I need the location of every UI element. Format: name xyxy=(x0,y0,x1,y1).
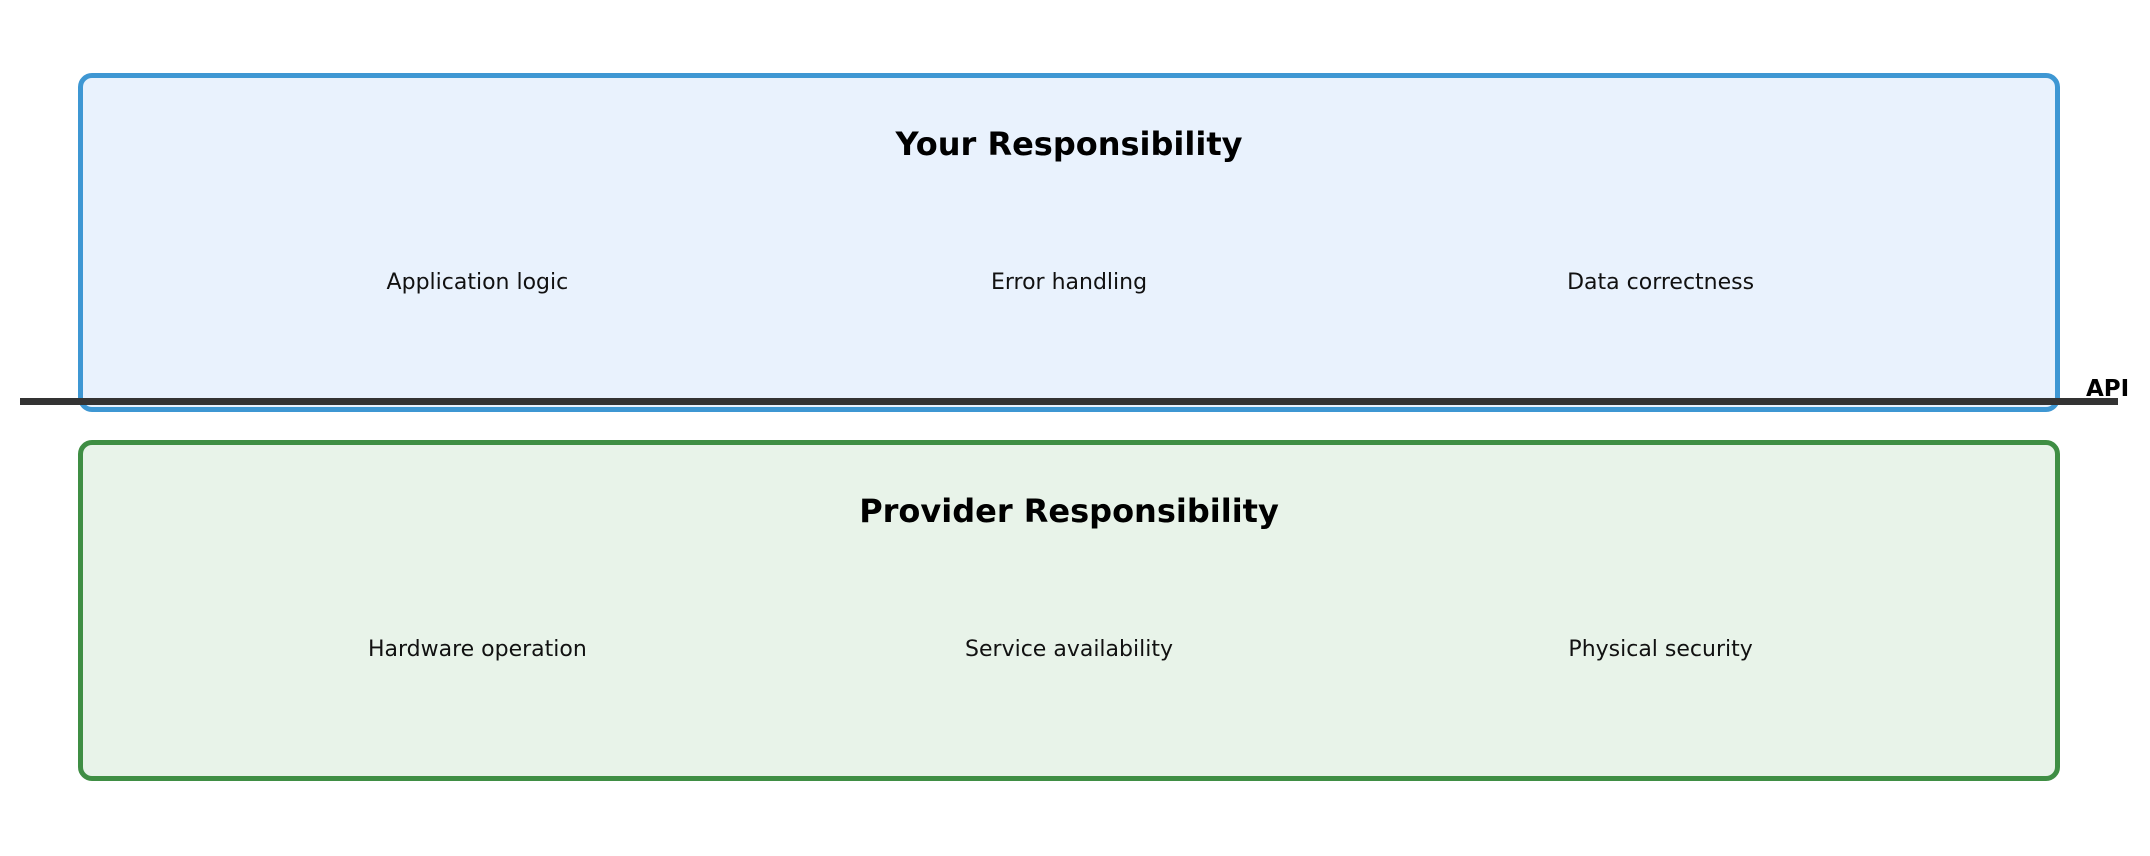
api-label: API xyxy=(2086,376,2130,402)
your-responsibility-title: Your Responsibility xyxy=(895,125,1243,163)
provider-responsibility-box: Provider Responsibility Hardware operati… xyxy=(78,440,2060,781)
item-hardware-operation: Hardware operation xyxy=(367,637,587,662)
your-responsibility-box: Your Responsibility Application logic Er… xyxy=(78,73,2060,412)
item-physical-security: Physical security xyxy=(1568,637,1753,662)
item-error-handling: Error handling xyxy=(990,270,1148,295)
item-application-logic: Application logic xyxy=(386,270,569,295)
item-service-availability: Service availability xyxy=(965,637,1173,662)
api-divider-line xyxy=(20,398,2118,405)
provider-responsibility-title: Provider Responsibility xyxy=(859,492,1279,530)
item-data-correctness: Data correctness xyxy=(1567,270,1755,295)
